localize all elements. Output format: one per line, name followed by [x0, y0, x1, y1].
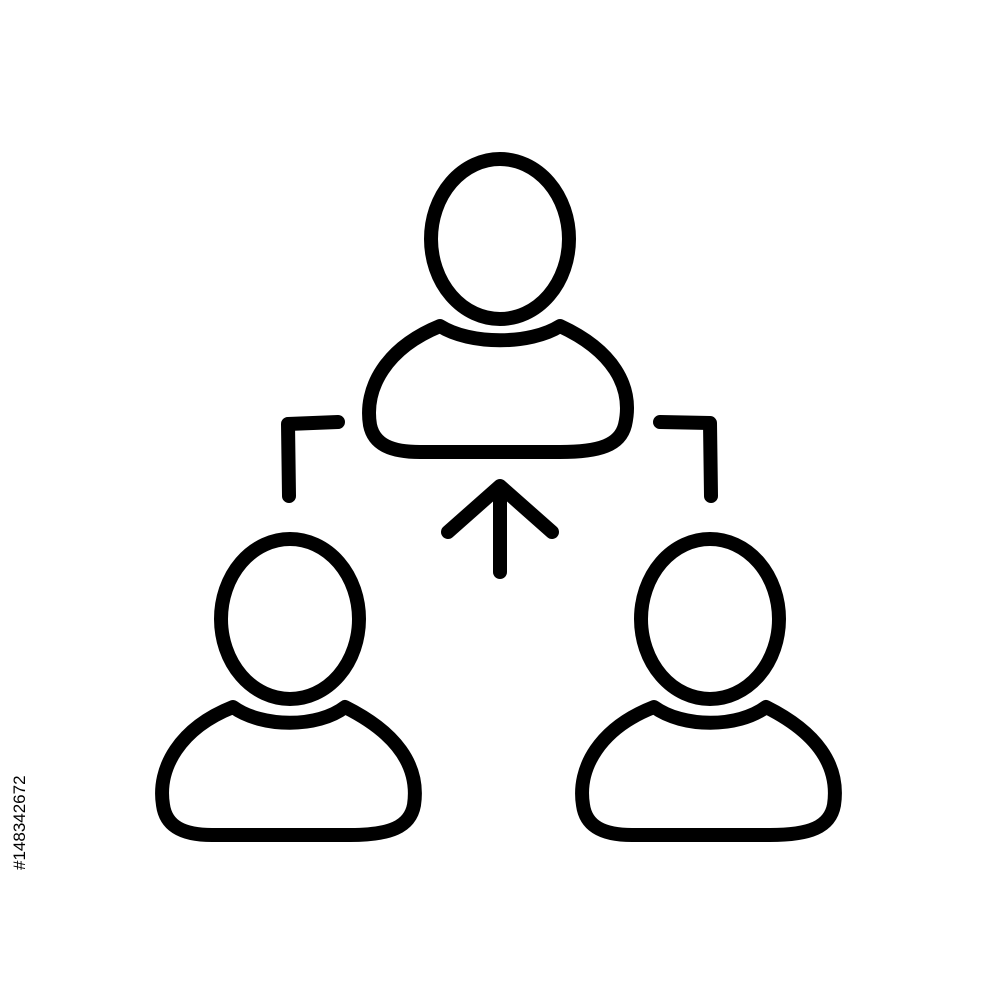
top-person-body [362, 319, 634, 459]
left-person-head [214, 532, 366, 706]
right-person-body [575, 700, 842, 842]
up-arrow-icon [441, 479, 559, 579]
right-person-head [634, 532, 786, 706]
right-person-icon [575, 532, 842, 842]
watermark-id-text: #148342672 [10, 775, 29, 870]
left-person-icon [155, 532, 422, 842]
top-person-head [424, 152, 576, 326]
left-person-body [155, 700, 422, 842]
up-arrow-head [441, 479, 559, 539]
top-person-icon [362, 152, 634, 459]
left-connector-line [281, 415, 345, 503]
right-connector-line [653, 415, 718, 503]
